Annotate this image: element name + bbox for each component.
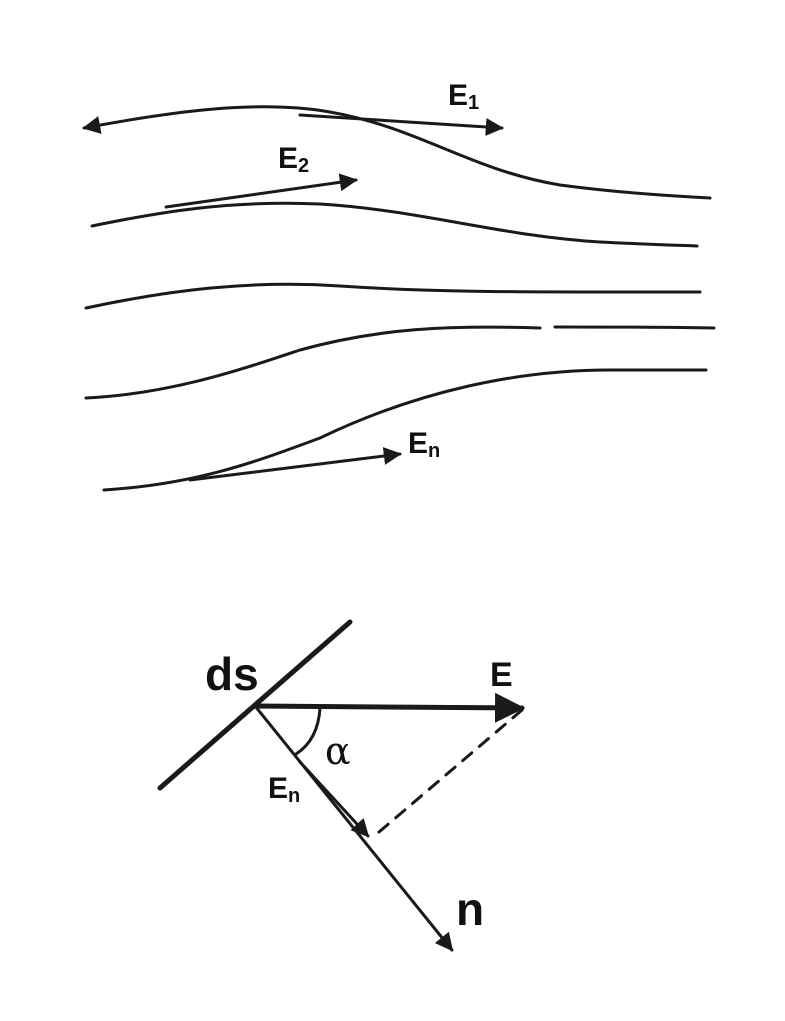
- label-en-bottom: En: [268, 772, 300, 807]
- projection-dashed-line: [370, 708, 524, 840]
- label-e2: E2: [278, 142, 309, 177]
- label-n: n: [456, 883, 484, 935]
- vector-e-arrow: [252, 692, 525, 723]
- field-line-1: [82, 105, 712, 200]
- normal-n-arrow: [253, 704, 454, 952]
- vector-e1-arrow: [298, 113, 504, 136]
- field-line-5: [102, 368, 708, 492]
- angle-alpha-arc: [294, 706, 322, 756]
- field-line-3: [84, 282, 702, 310]
- en-component-arrow: [298, 760, 370, 838]
- label-en-top: En: [408, 427, 440, 462]
- field-line-4: [84, 325, 716, 400]
- field-line-2: [90, 201, 699, 248]
- vector-en-arrow: [188, 447, 402, 482]
- label-e: E: [490, 656, 513, 694]
- field-lines-figure: E1 E2 En: [82, 79, 716, 492]
- label-alpha: α: [325, 729, 351, 773]
- label-e1: E1: [448, 79, 479, 114]
- label-ds: ds: [205, 648, 259, 700]
- vector-e2-arrow: [164, 173, 358, 209]
- flux-element-figure: ds E α En n: [157, 619, 525, 952]
